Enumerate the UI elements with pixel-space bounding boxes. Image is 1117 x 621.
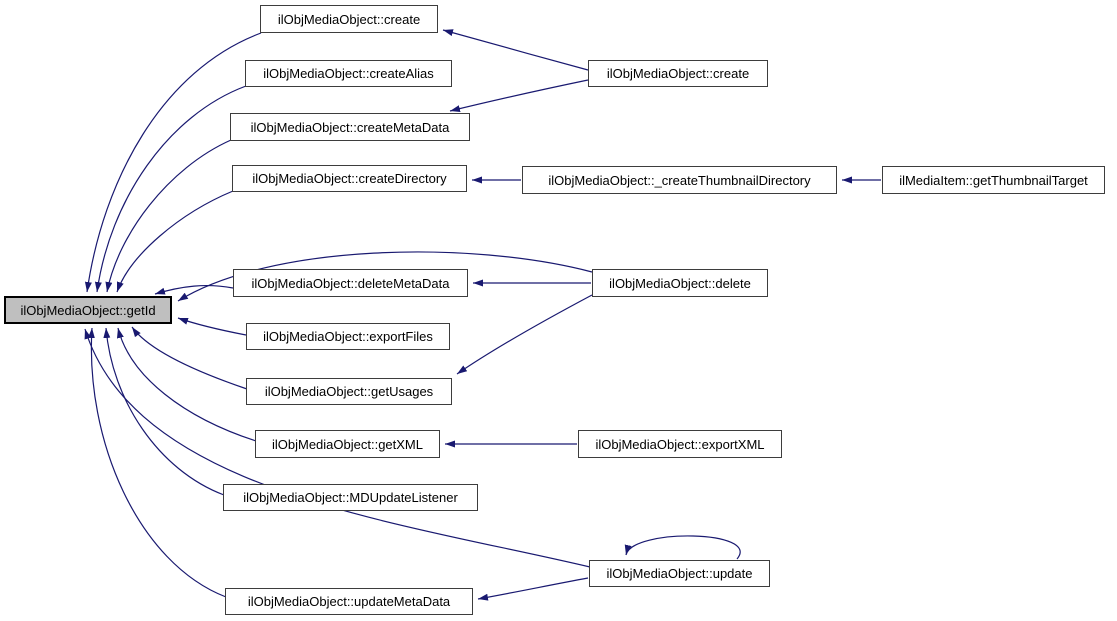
edge-updateMetaData-to-getId: [87, 327, 227, 598]
node-create[interactable]: ilObjMediaObject::create: [260, 5, 438, 33]
node-getId: ilObjMediaObject::getId: [4, 296, 172, 324]
edge-createMetaData-to-getId: [105, 139, 232, 293]
node-exportFiles[interactable]: ilObjMediaObject::exportFiles: [246, 323, 450, 350]
node-createDirectory[interactable]: ilObjMediaObject::createDirectory: [232, 165, 467, 192]
edge-create2-to-create: [442, 29, 589, 71]
node-MDUpdateListener[interactable]: ilObjMediaObject::MDUpdateListener: [223, 484, 478, 511]
node-delete[interactable]: ilObjMediaObject::delete: [592, 269, 768, 297]
edge-update-to-update: [624, 535, 741, 560]
node-updateMetaData[interactable]: ilObjMediaObject::updateMetaData: [225, 588, 473, 615]
edge-update-to-updateMetaData: [477, 577, 589, 601]
node-getUsages[interactable]: ilObjMediaObject::getUsages: [246, 378, 452, 405]
node-getXML[interactable]: ilObjMediaObject::getXML: [255, 430, 440, 458]
edge-getUsages-to-getId: [131, 326, 248, 390]
node-deleteMetaData[interactable]: ilObjMediaObject::deleteMetaData: [233, 269, 468, 297]
node-create2[interactable]: ilObjMediaObject::create: [588, 60, 768, 87]
node-createMetaData[interactable]: ilObjMediaObject::createMetaData: [230, 113, 470, 141]
edge-delete-to-getId: [177, 251, 593, 302]
edge-group: [84, 29, 881, 601]
edge-delete-to-getUsages: [456, 294, 593, 375]
edge-create2-to-createMetaData: [449, 79, 589, 113]
node-exportXML[interactable]: ilObjMediaObject::exportXML: [578, 430, 782, 458]
node-createThumbnailDirectory[interactable]: ilObjMediaObject::_createThumbnailDirect…: [522, 166, 837, 194]
edge-exportFiles-to-getId: [177, 317, 247, 336]
node-createAlias[interactable]: ilObjMediaObject::createAlias: [245, 60, 452, 87]
edge-MDUpdateListener-to-getId: [103, 327, 225, 496]
node-getThumbnailTarget[interactable]: ilMediaItem::getThumbnailTarget: [882, 166, 1105, 194]
edge-createDirectory-to-getId: [116, 190, 234, 293]
node-update[interactable]: ilObjMediaObject::update: [589, 560, 770, 587]
edge-deleteMetaData-to-getId: [154, 284, 234, 295]
edge-createAlias-to-getId: [94, 85, 247, 293]
edge-getXML-to-getId: [116, 327, 257, 442]
edge-create-to-getId: [84, 32, 262, 293]
